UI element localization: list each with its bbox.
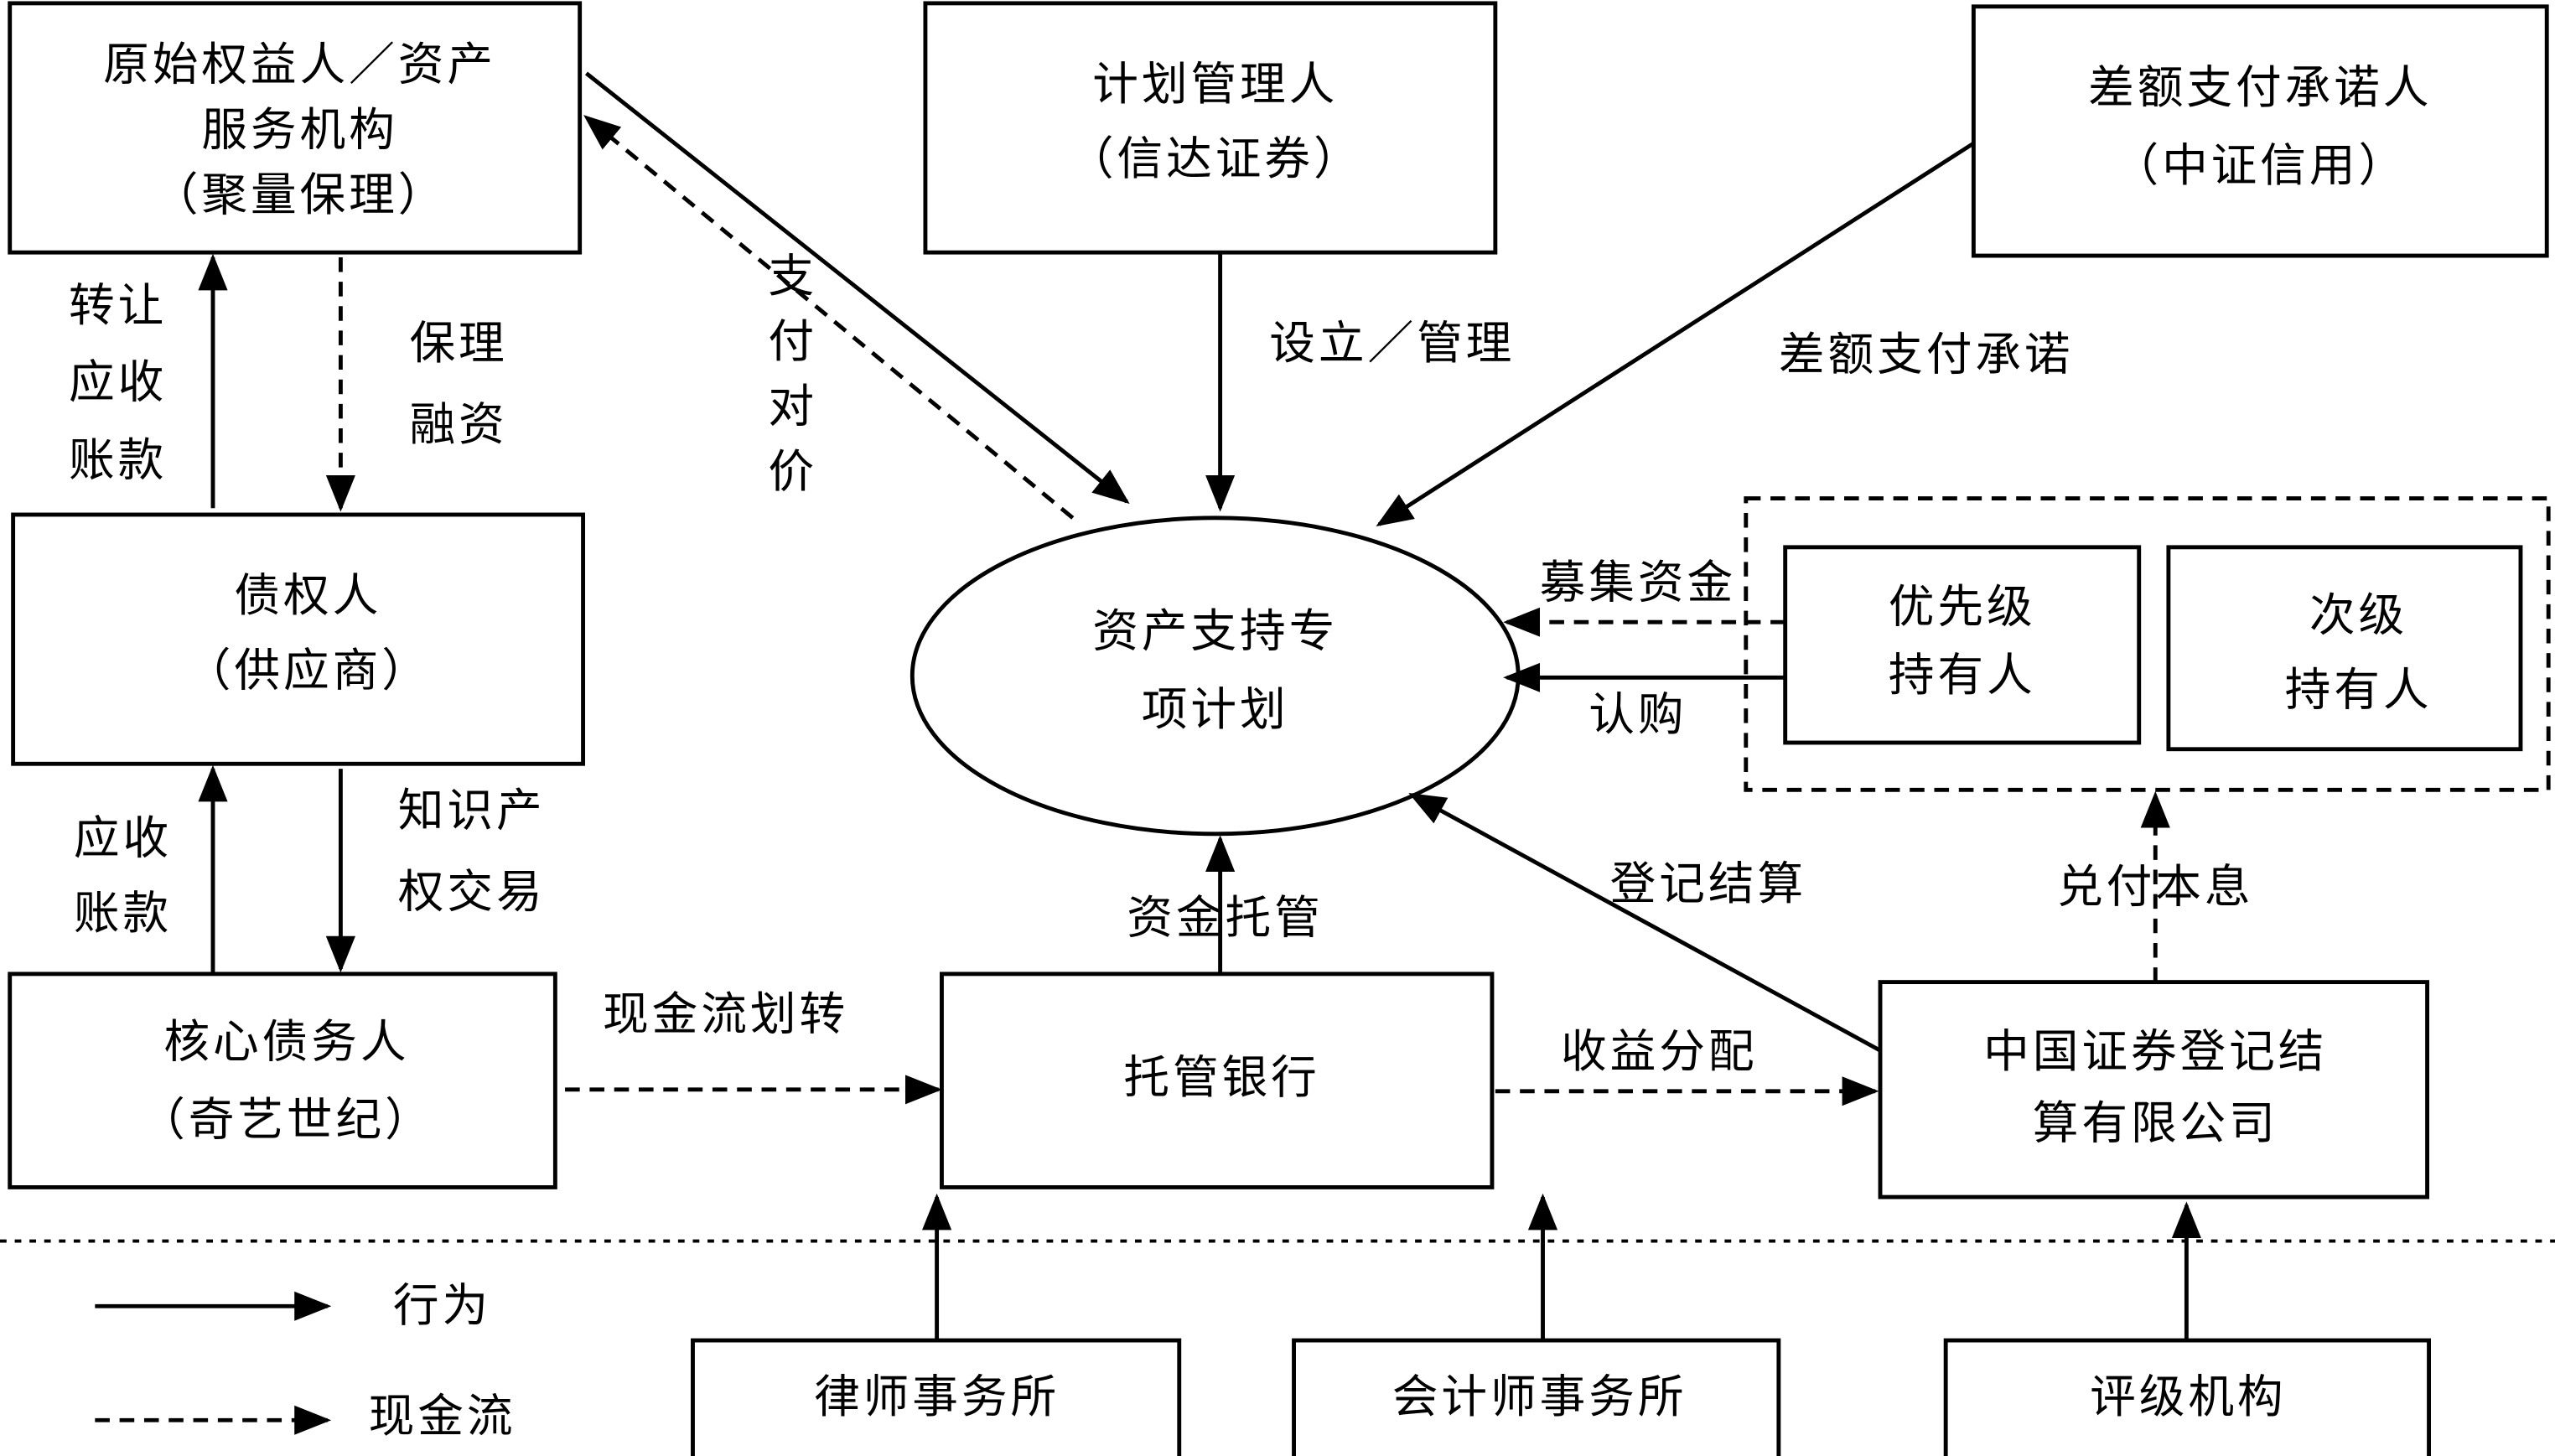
label-registration-settlement: 登记结算 — [1610, 857, 1806, 910]
label-income-distribution: 收益分配 — [1561, 1024, 1757, 1078]
guarantor-box: 差额支付承诺人 （中证信用） — [1971, 4, 2549, 258]
arrow-registration-settlement — [1408, 793, 1882, 1053]
label-fund-custody: 资金托管 — [1127, 891, 1323, 945]
label-payment-4: 价 — [768, 444, 817, 498]
legend-dashed-label: 现金流 — [369, 1389, 516, 1443]
guarantor-line2: （中证信用） — [2112, 138, 2407, 192]
label-receivables-1: 应收 — [74, 811, 172, 865]
law-firm-label: 律师事务所 — [814, 1370, 1060, 1423]
investors-group: 优先级 持有人 次级 持有人 — [1744, 496, 2551, 792]
originator-box: 原始权益人／资产 服务机构 （聚量保理） — [8, 1, 583, 255]
label-establish-manage: 设立／管理 — [1269, 316, 1515, 370]
core-debtor-line1: 核心债务人 — [163, 1014, 409, 1068]
label-shortfall-commitment: 差额支付承诺 — [1779, 328, 2074, 381]
senior-line1: 优先级 — [1889, 580, 2036, 634]
senior-line2: 持有人 — [1889, 648, 2036, 702]
label-cash-transfer: 现金流划转 — [603, 987, 848, 1040]
junior-line1: 次级 — [2309, 588, 2407, 641]
label-payment-2: 付 — [768, 314, 817, 368]
creditor-box: 债权人 （供应商） — [11, 512, 586, 766]
label-factoring-1: 保理 — [409, 316, 507, 370]
rating-agency-box: 评级机构 — [1943, 1338, 2431, 1456]
label-ip-trade-2: 权交易 — [398, 865, 546, 919]
rating-agency-label: 评级机构 — [2090, 1370, 2286, 1423]
accounting-firm-label: 会计师事务所 — [1392, 1370, 1687, 1423]
spv-line2: 项计划 — [1142, 682, 1289, 736]
spv-ellipse: 资产支持专 项计划 — [910, 516, 1521, 837]
custodian-box: 托管银行 — [940, 972, 1495, 1189]
originator-line3: （聚量保理） — [153, 168, 448, 221]
label-receivables-2: 账款 — [74, 886, 172, 940]
csdc-line1: 中国证券登记结 — [1983, 1024, 2327, 1078]
legend: 行为 现金流 — [95, 1278, 516, 1443]
core-debtor-line2: （奇艺世纪） — [139, 1093, 434, 1147]
legend-solid-label: 行为 — [393, 1278, 491, 1332]
plan-manager-line2: （信达证券） — [1068, 132, 1363, 185]
guarantor-line1: 差额支付承诺人 — [2088, 60, 2432, 114]
arrow-shortfall-commitment — [1376, 141, 1975, 526]
label-redeem: 兑付本息 — [2057, 860, 2253, 914]
arrow-originator-to-spv — [584, 71, 1130, 505]
junior-line2: 持有人 — [2285, 663, 2433, 717]
csdc-line2: 算有限公司 — [2033, 1096, 2278, 1150]
law-firm-box: 律师事务所 — [691, 1338, 1182, 1456]
originator-line1: 原始权益人／资产 — [103, 38, 496, 91]
plan-manager-box: 计划管理人 （信达证券） — [923, 1, 1498, 255]
custodian-label: 托管银行 — [1123, 1050, 1319, 1104]
csdc-box: 中国证券登记结 算有限公司 — [1878, 980, 2430, 1200]
plan-manager-line1: 计划管理人 — [1092, 57, 1338, 111]
label-raise-funds: 募集资金 — [1540, 556, 1736, 609]
label-factoring-2: 融资 — [409, 397, 507, 451]
accounting-firm-box: 会计师事务所 — [1292, 1338, 1781, 1456]
spv-line1: 资产支持专 — [1092, 604, 1338, 658]
label-ip-trade-1: 知识产 — [398, 784, 546, 837]
creditor-line2: （供应商） — [185, 643, 431, 697]
label-payment-1: 支 — [768, 249, 817, 303]
label-transfer-1: 转让 — [69, 278, 167, 332]
originator-line2: 服务机构 — [201, 102, 397, 156]
label-payment-3: 对 — [768, 380, 817, 433]
label-subscribe: 认购 — [1588, 687, 1687, 741]
label-transfer-3: 账款 — [69, 433, 167, 487]
creditor-line1: 债权人 — [234, 568, 381, 622]
label-transfer-2: 应收 — [69, 355, 167, 409]
arrow-payment-consideration — [583, 115, 1075, 520]
core-debtor-box: 核心债务人 （奇艺世纪） — [8, 972, 557, 1189]
